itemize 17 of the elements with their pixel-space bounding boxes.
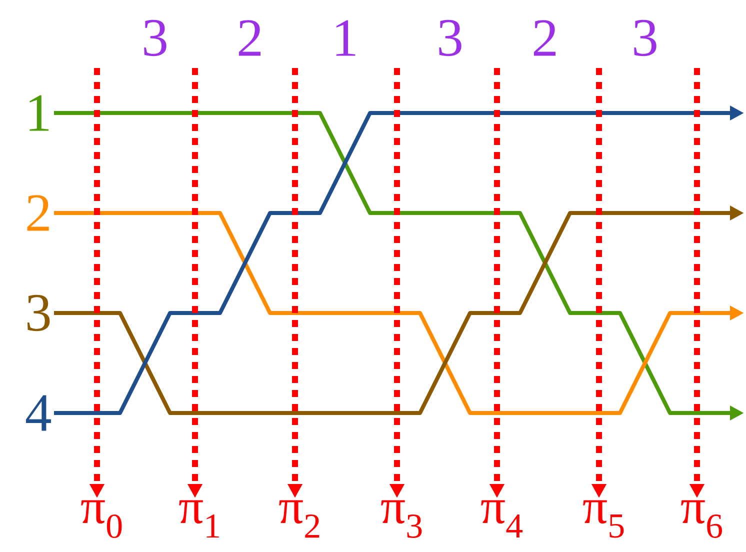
swap-number: 3 (634, 20, 656, 56)
wire-number: 4 (26, 395, 51, 431)
swap-number: 2 (238, 20, 260, 56)
wire-number: 1 (30, 95, 49, 131)
permutation-label: π$_{6}$ (681, 500, 722, 538)
wire-number: 2 (27, 195, 49, 231)
permutation-label: π$_{2}$ (279, 500, 320, 538)
swap-number: 1 (336, 20, 356, 56)
permutation-label: π$_{5}$ (583, 500, 624, 538)
wire-number: 3 (28, 294, 50, 332)
swap-number: 3 (439, 20, 462, 56)
swap-number: 2 (534, 20, 556, 56)
permutation-label: π$_{1}$ (179, 500, 219, 538)
permutation-label: π$_{4}$ (481, 500, 522, 538)
permutation-label: π$_{0}$ (81, 500, 122, 538)
swap-number: 3 (144, 20, 166, 56)
permutation-label: π$_{3}$ (381, 500, 422, 538)
